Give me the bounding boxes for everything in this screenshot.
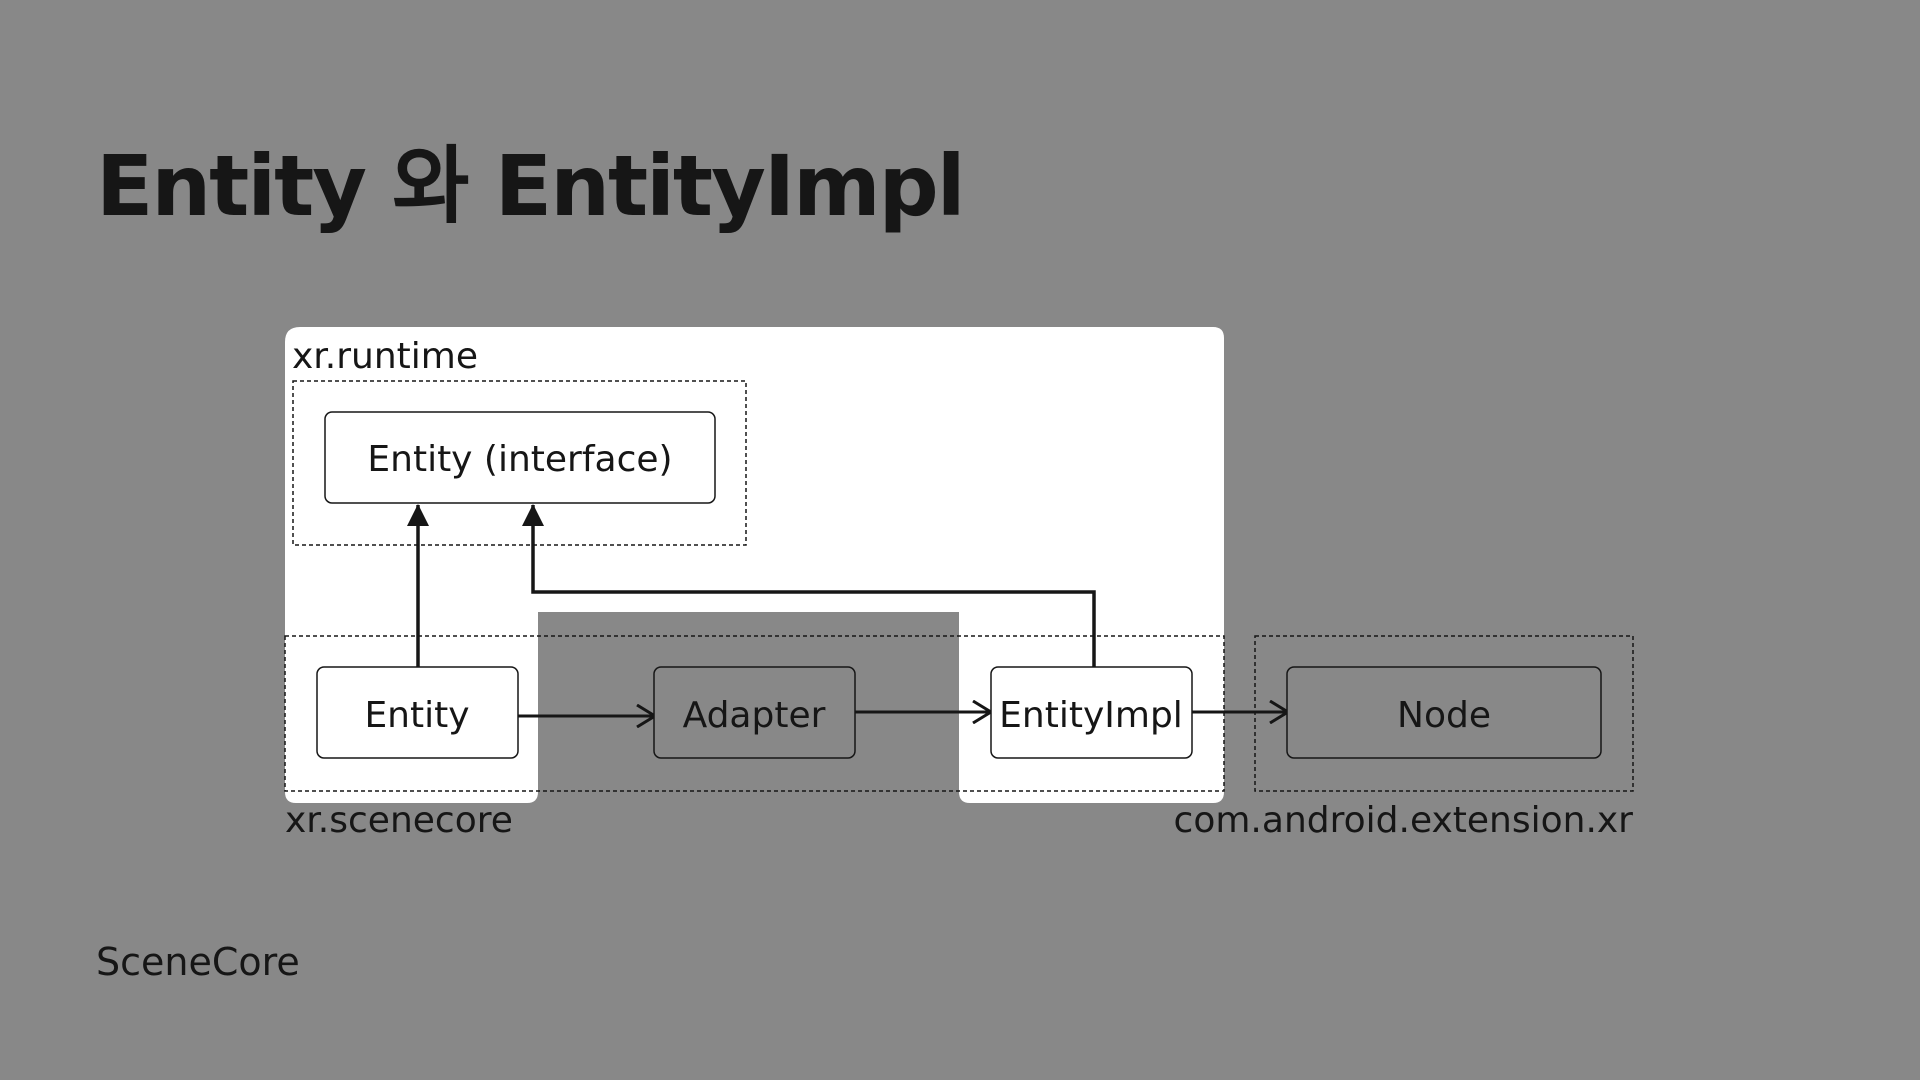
entity-box: Entity	[316, 666, 519, 759]
footer-label: SceneCore	[96, 940, 300, 984]
entity-interface-box: Entity (interface)	[324, 411, 716, 504]
entityimpl-implements-arrow	[522, 504, 1096, 667]
scenecore-package-label: xr.scenecore	[285, 800, 513, 841]
entityimpl-label: EntityImpl	[999, 695, 1183, 736]
adapter-label: Adapter	[683, 695, 826, 736]
entity-interface-label: Entity (interface)	[367, 439, 672, 480]
node-box: Node	[1286, 666, 1602, 759]
adapter-box: Adapter	[653, 666, 856, 759]
runtime-package-boundary	[292, 380, 747, 546]
extension-package-label: com.android.extension.xr	[1174, 800, 1634, 841]
slide-title: Entity 와 EntityImpl	[96, 137, 966, 235]
node-label: Node	[1397, 695, 1491, 736]
runtime-package-label: xr.runtime	[292, 336, 478, 377]
entity-label: Entity	[364, 695, 469, 736]
entityimpl-box: EntityImpl	[990, 666, 1193, 759]
